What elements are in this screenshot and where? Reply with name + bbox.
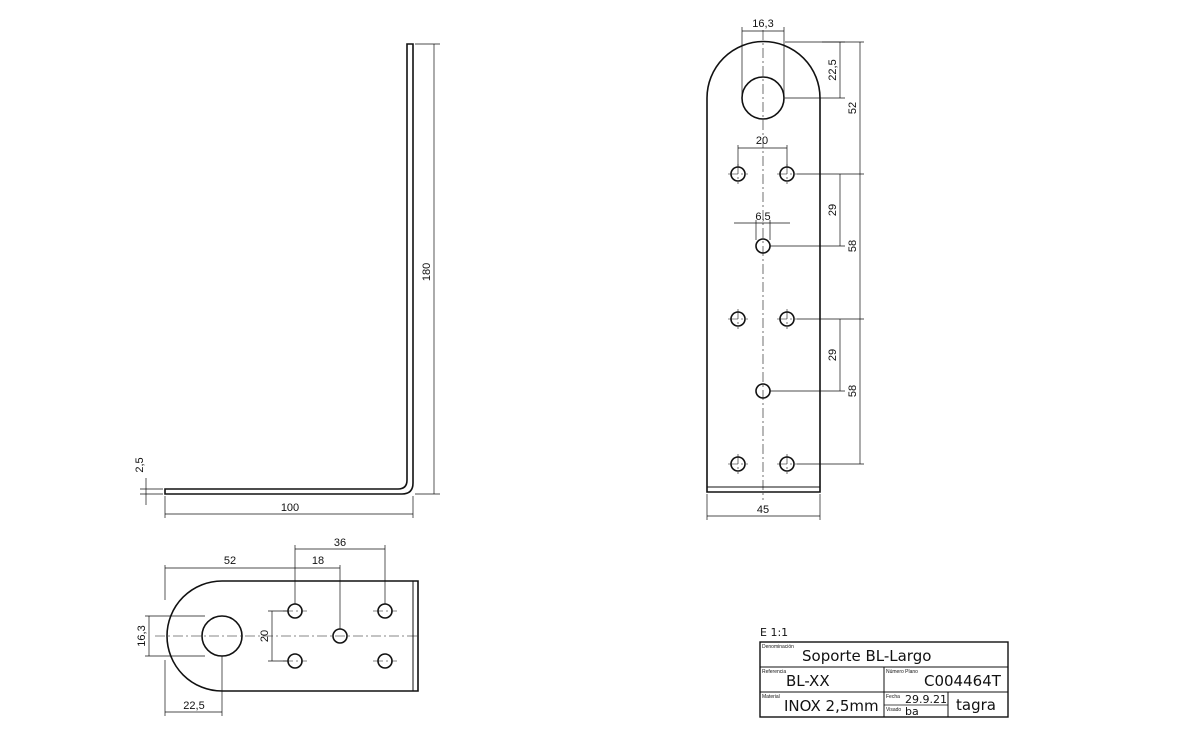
plan-view-dimensions [145, 545, 386, 716]
dim-100: 100 [281, 502, 299, 514]
drawing-name: Soporte BL-Largo [802, 647, 931, 665]
dim-22-5: 22,5 [827, 59, 839, 80]
denominacion-label: Denominación [762, 644, 794, 650]
dim-20: 20 [756, 135, 768, 147]
dim-16-3-plan: 16,3 [136, 625, 148, 646]
side-view [164, 43, 414, 495]
l-profile-outline [164, 43, 414, 495]
material: INOX 2,5mm [784, 697, 879, 715]
front-view-centerlines [728, 30, 797, 500]
material-label: Material [762, 694, 780, 700]
dim-29-b: 29 [827, 349, 839, 361]
dim-6-5: 6,5 [755, 211, 770, 223]
visado-label: Visado [886, 707, 901, 713]
plan-view-centerlines [155, 610, 420, 662]
title-block [759, 641, 1009, 718]
dim-52: 52 [847, 102, 859, 114]
dim-45: 45 [757, 504, 769, 516]
dim-58-b: 58 [847, 385, 859, 397]
plate-plan-outline [166, 580, 419, 692]
scale-label: E 1:1 [760, 626, 788, 639]
dim-52-plan: 52 [224, 555, 236, 567]
referencia-label: Referencia [762, 669, 786, 675]
numero-plano-label: Número Plano [886, 669, 918, 675]
dim-16-3: 16,3 [752, 18, 773, 30]
dim-36-plan: 36 [334, 537, 346, 549]
fecha-label: Fecha [886, 694, 900, 700]
company-name: tagra [956, 696, 996, 714]
side-view-dimensions [140, 43, 440, 518]
dim-20-plan: 20 [259, 630, 271, 642]
front-view-dimensions [706, 27, 864, 520]
visado: ba [905, 705, 919, 718]
reference: BL-XX [786, 672, 830, 690]
dim-58-a: 58 [847, 240, 859, 252]
dim-29-a: 29 [827, 204, 839, 216]
front-view [706, 40, 821, 493]
dim-2-5: 2,5 [134, 457, 146, 472]
dim-180: 180 [421, 263, 433, 281]
date: 29.9.21 [905, 693, 947, 706]
dim-22-5-plan: 22,5 [183, 700, 204, 712]
drawing-number: C004464T [924, 672, 1002, 690]
plate-outline [706, 40, 821, 493]
main-hole [741, 76, 785, 120]
dim-18-plan: 18 [312, 555, 324, 567]
